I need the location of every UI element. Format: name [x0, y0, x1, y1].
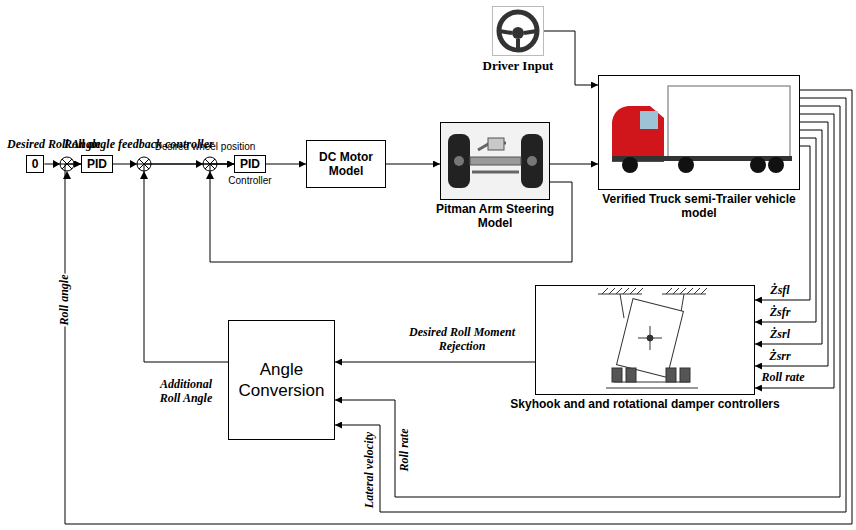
- input-box: Desired Roll Angle0: [26, 155, 45, 173]
- box-heading: Driver Input: [483, 58, 554, 74]
- signal-arrow: [266, 164, 306, 165]
- signal-arrow: [386, 164, 440, 165]
- signal-label: Roll angle: [58, 273, 72, 326]
- driver-input: Driver Input: [492, 6, 544, 56]
- box-heading: Verified Truck semi-Trailer vehicle mode…: [599, 192, 799, 221]
- signal-label: Żsrl: [769, 328, 791, 342]
- signal-arrow: [65, 90, 852, 524]
- box-heading: Controller: [228, 175, 271, 186]
- signal-arrow: [755, 114, 834, 388]
- process-box: Angle Conversion: [228, 320, 335, 440]
- signal-arrow: [335, 98, 846, 512]
- signal-label: Additional Roll Angle: [150, 378, 222, 406]
- truck-illustration: [612, 86, 792, 173]
- signal-arrow: [335, 106, 840, 497]
- steering-axle-illustration: [441, 123, 549, 199]
- signal-arrow: [335, 362, 535, 363]
- signal-label: Roll rate: [760, 371, 805, 385]
- signal-label: Lateral velocity: [363, 431, 377, 509]
- signal-label: Żsfr: [769, 306, 792, 320]
- signal-label: Desired Roll Moment Rejection: [401, 326, 523, 354]
- skyhook-illustration: [598, 288, 707, 388]
- controller-block: Skyhook and and rotational damper contro…: [535, 285, 755, 395]
- signal-label: Roll rate: [398, 427, 412, 472]
- signal-name: Desired wheel position: [155, 141, 256, 152]
- signal-arrow: [210, 164, 572, 262]
- box-text: PID: [87, 157, 107, 171]
- box-text: PID: [240, 157, 260, 171]
- signal-arrow: [755, 146, 810, 300]
- box-text: DC Motor Model: [307, 150, 385, 179]
- vehicle-model: Verified Truck semi-Trailer vehicle mode…: [598, 75, 800, 190]
- junction-arrowhead: [53, 160, 214, 179]
- process-box: DC Motor Model: [306, 140, 386, 188]
- box-heading: Roll angle feedback controller: [64, 138, 130, 152]
- signal-arrow: [550, 164, 598, 165]
- signal-label: Żsrr: [768, 350, 791, 364]
- box-heading: Desired Roll Angle: [7, 138, 63, 152]
- signal-label: Żsfl: [769, 284, 790, 298]
- controller-box: PIDController: [234, 155, 266, 173]
- signal-arrow: [755, 138, 816, 322]
- signal-arrow: [755, 122, 828, 366]
- box-text: Angle Conversion: [229, 359, 334, 402]
- steering-wheel-icon: [499, 12, 537, 50]
- box-text: 0: [32, 157, 39, 171]
- signal-arrow: [144, 164, 234, 362]
- box-heading: Skyhook and and rotational damper contro…: [510, 397, 779, 411]
- steering-model: Pitman Arm Steering Model: [440, 122, 550, 200]
- signal-arrow: [755, 130, 822, 344]
- box-heading: Pitman Arm Steering Model: [435, 202, 555, 231]
- controller-box: Roll angle feedback controllerPID: [81, 155, 113, 173]
